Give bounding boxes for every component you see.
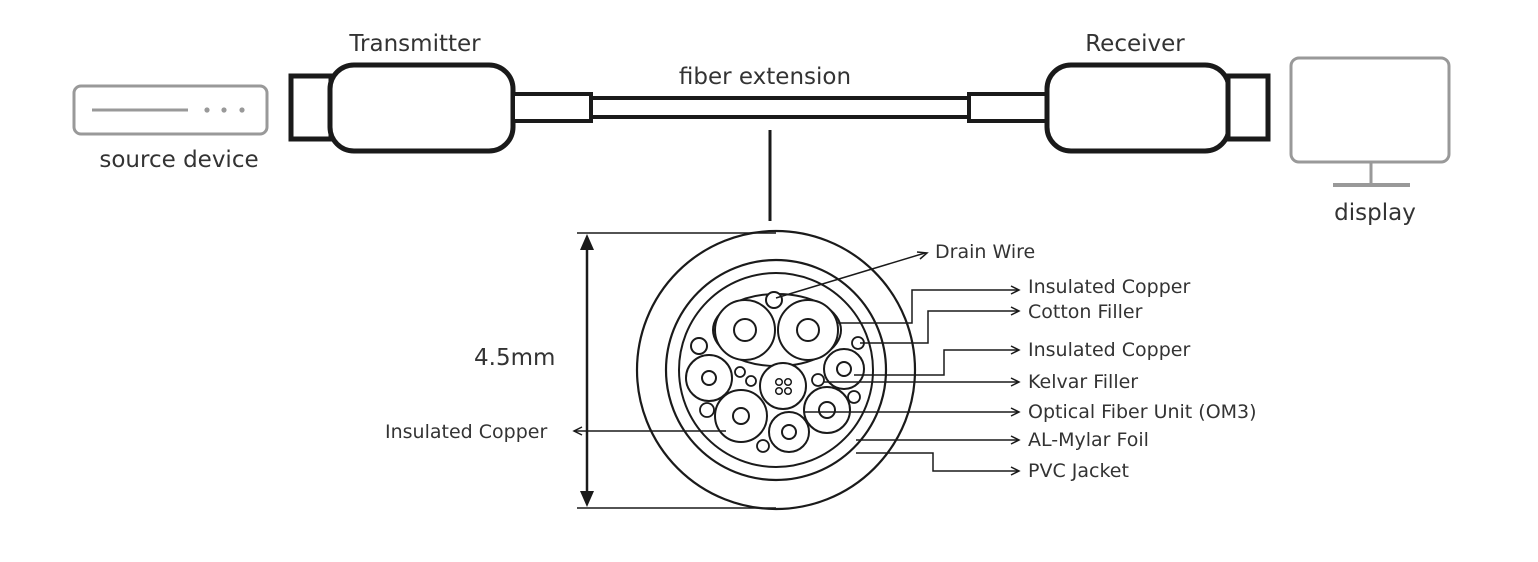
transmitter-connector (288, 62, 593, 154)
source-device-label: source device (99, 147, 258, 173)
drain-wire-label: Drain Wire (935, 241, 1035, 263)
fiber-extension-cable (589, 96, 971, 119)
diameter-dimension (577, 232, 776, 509)
receiver-label: Receiver (1085, 31, 1185, 57)
right-callout-leaders (775, 251, 1021, 476)
kelvar-filler-6 (699, 402, 715, 418)
left-callout-label: Insulated Copper (385, 421, 547, 443)
left-callout-leader (572, 426, 726, 436)
optical-fiber-unit-label: Optical Fiber Unit (OM3) (1028, 401, 1257, 423)
kelvar-filler-1 (690, 337, 708, 355)
kelvar-filler-5 (811, 373, 825, 387)
source-device-icon (72, 84, 269, 136)
pvc-jacket-label: PVC Jacket (1028, 460, 1129, 482)
kelvar-filler-label: Kelvar Filler (1028, 371, 1138, 393)
cotton-filler-label: Cotton Filler (1028, 301, 1143, 323)
cable-cross-section (635, 229, 917, 511)
insulated-copper-label-1: Insulated Copper (1028, 276, 1190, 298)
display-label: display (1334, 200, 1416, 226)
kelvar-filler-3 (745, 375, 757, 387)
fiber-extension-label: fiber extension (679, 64, 851, 90)
kelvar-filler-2 (734, 366, 746, 378)
kelvar-filler-8 (756, 439, 770, 453)
display-icon (1289, 56, 1451, 187)
al-mylar-foil-label: AL-Mylar Foil (1028, 429, 1149, 451)
diameter-label: 4.5mm (474, 345, 555, 371)
insulated-copper-label-2: Insulated Copper (1028, 339, 1190, 361)
optical-fiber-unit (759, 362, 807, 410)
receiver-connector (967, 62, 1271, 154)
kelvar-filler-7 (847, 390, 861, 404)
drain-wire (765, 291, 783, 309)
transmitter-label: Transmitter (348, 31, 481, 57)
